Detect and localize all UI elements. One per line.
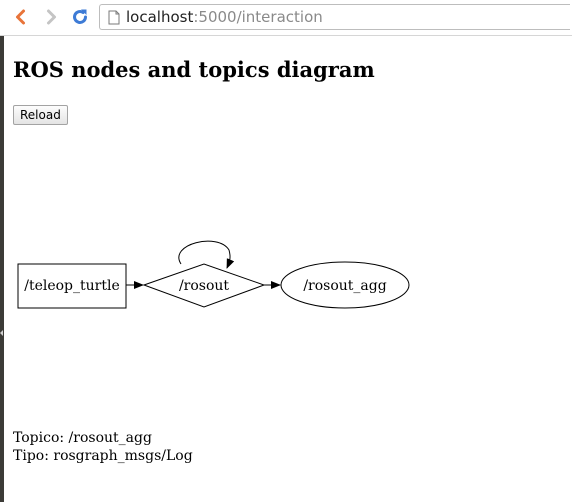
topic-name: Topico: /rosout_agg: [13, 430, 152, 446]
edge-rosout-self: [178, 240, 235, 269]
ros-graph: /teleop_turtle /rosout /rosout_agg: [17, 240, 410, 309]
node-label: /rosout: [179, 278, 229, 294]
page-icon: [108, 10, 120, 29]
window-left-edge: [0, 36, 4, 502]
reload-icon[interactable]: [70, 7, 90, 27]
forward-arrow-icon[interactable]: [41, 7, 61, 27]
node-rosout-agg[interactable]: /rosout_agg: [280, 261, 410, 309]
url-text: localhost:5000/interaction: [126, 8, 323, 26]
topic-type: Tipo: rosgraph_msgs/Log: [13, 448, 193, 464]
address-bar[interactable]: localhost:5000/interaction: [99, 4, 570, 30]
back-arrow-icon[interactable]: [11, 7, 31, 27]
node-teleop-turtle[interactable]: /teleop_turtle: [17, 263, 127, 309]
topic-info: Topico: /rosout_agg Tipo: rosgraph_msgs/…: [13, 429, 193, 465]
reload-button[interactable]: Reload: [13, 105, 68, 125]
browser-toolbar: localhost:5000/interaction: [0, 0, 572, 36]
url-host: localhost: [126, 8, 194, 26]
node-label: /teleop_turtle: [24, 278, 120, 294]
url-path: :5000/interaction: [193, 8, 323, 26]
left-edge-arrow-icon: [0, 330, 3, 336]
node-rosout[interactable]: /rosout: [142, 263, 266, 308]
node-label: /rosout_agg: [303, 278, 386, 294]
page-title: ROS nodes and topics diagram: [13, 57, 375, 82]
